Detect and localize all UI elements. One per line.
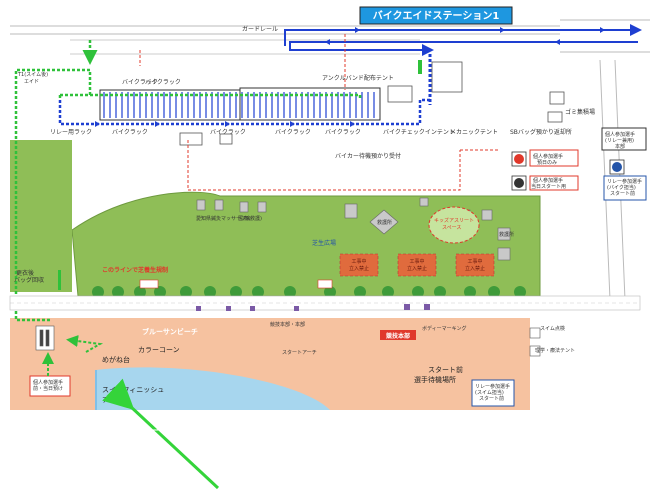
kids-area: キッズアスリート スペース [428, 206, 480, 244]
bike-rack-label-5: バイクラック [275, 129, 311, 136]
medical-tent-label: 医療(救護) [238, 215, 262, 222]
promenade-marks [196, 304, 430, 311]
guardrail-label: ガードレール [242, 25, 278, 33]
checkin-tent-label: バイクチェックインテント [383, 129, 455, 136]
blue-arrows [95, 27, 605, 127]
bike-route-loop [284, 24, 642, 105]
massage-tent-label: 愛知県鍼灸マッサージ会 [196, 215, 251, 222]
bike-rack-label-4: バイクラック [210, 129, 246, 136]
mechanic-tent-label: メカニックテント [450, 129, 498, 136]
water-area [96, 367, 330, 410]
relay-rack-label: リレー用ラック [50, 129, 92, 136]
ankle-band-label: アンクルバンド配布テント [322, 74, 394, 82]
top-roads [10, 19, 650, 301]
lawn-note-label: このラインで芝養生規制 [102, 266, 168, 274]
changing-bag-label: 更衣後 バッグ回収 [14, 269, 44, 284]
tree-row [92, 286, 526, 298]
beach-icons [35, 325, 541, 357]
start-waiting-label: スタート前 選手待機場所 [414, 365, 465, 384]
small-structures [179, 61, 565, 146]
tent-label-2: 救護所 [499, 231, 514, 238]
bike-rack-label-1: バイクラック [122, 79, 158, 86]
indiv-check-2-label: 個人参加選手当日スタート用 [531, 177, 566, 190]
biker-waiting-label: バイカー待機預かり受付 [335, 152, 401, 160]
svg-text:工事中立入禁止: 工事中立入禁止 [465, 258, 485, 272]
beach-label: ブルーサンビーチ [142, 327, 198, 336]
svg-text:競技本部: 競技本部 [386, 332, 410, 340]
color-cone-label: カラーコーン [138, 346, 180, 354]
left-lawn-strip [10, 140, 72, 292]
hq-tent-label: 競技本部・本部 [270, 321, 305, 328]
swim-finish-pointer-arrow [102, 378, 220, 490]
therapy-tent-label: 理学・療法テント [535, 347, 575, 354]
blue-route [58, 98, 430, 126]
t1-label: T1(スイム後) エイド [17, 71, 50, 85]
checkpoint-signs [29, 127, 647, 407]
no-entry-zones: 工事中立入禁止 工事中立入禁止 工事中立入禁止 [339, 253, 495, 277]
body-marking-label: ボディーマーキング [422, 325, 467, 332]
swim-check-label: スイム点検 [540, 325, 565, 332]
relay-bike-label: リレー参加選手(バイク担当)スタート前 [607, 178, 642, 197]
indiv-check-1-label: 個人参加選手預日のみ [533, 153, 563, 166]
svg-text:工事中立入禁止: 工事中立入禁止 [349, 258, 369, 272]
goods-storage-label: ゴミ集積場 [565, 108, 595, 116]
headquarters-box: 競技本部 [380, 330, 416, 340]
bike-rack-label-3: バイクラック [112, 129, 148, 136]
svg-text:キッズアスリート スペース: キッズアスリート スペース [434, 217, 476, 231]
relay-swim-label: リレー参加選手(スイム担当)スタート前 [475, 383, 510, 402]
relay-marine-label: 個人参加選手(リレー兼用)本部 [605, 131, 635, 150]
start-arch-label: スタートアーチ [282, 349, 317, 356]
red-dashed-zones [139, 34, 500, 191]
lawn-plaza-label: 芝生広場 [312, 239, 336, 247]
title-banner: バイクエイドステーション1 [359, 6, 513, 25]
rack-lines [103, 92, 375, 118]
bike-rack-label-6: バイクラック [325, 129, 361, 136]
indiv-front-label: 個人参加選手前・当日預け [33, 379, 63, 392]
tent-label-1: 救護所 [377, 219, 392, 226]
map-title: バイクエイドステーション1 [373, 10, 500, 22]
sub-bag-label: SBバッグ預かり返却所 [510, 128, 572, 136]
bike-rack-label-2: バイクラック [145, 79, 181, 86]
green-route [14, 40, 362, 322]
meganedai-label: めがね台 [102, 355, 130, 364]
svg-text:工事中立入禁止: 工事中立入禁止 [407, 258, 427, 272]
